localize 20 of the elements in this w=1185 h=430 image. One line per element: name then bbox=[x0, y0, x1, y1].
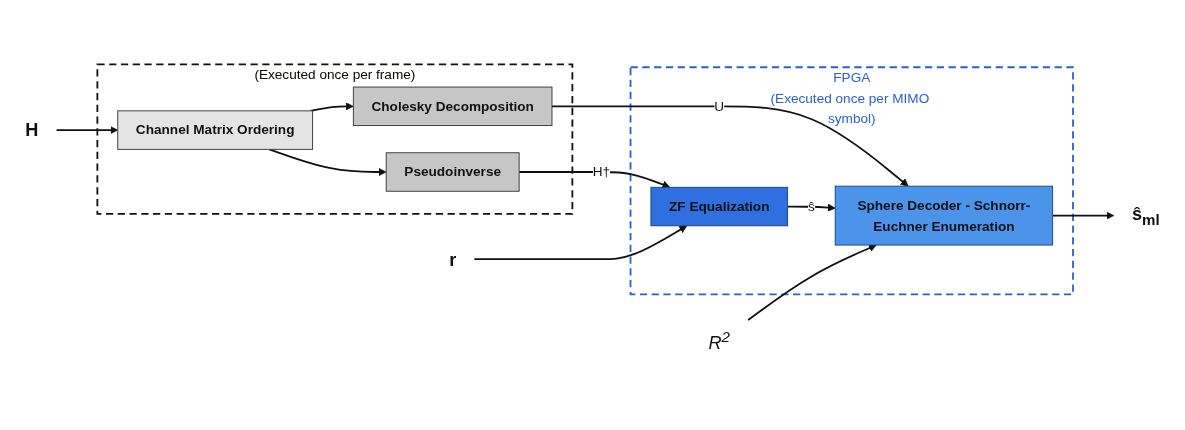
arrow bbox=[55, 126, 119, 135]
arrow bbox=[473, 225, 688, 261]
arrow bbox=[551, 105, 909, 187]
node-box: ZF Equalization bbox=[650, 186, 789, 227]
edge-label: ŝ bbox=[807, 198, 815, 214]
node-text: r bbox=[449, 249, 457, 270]
node-box: Cholesky Decomposition bbox=[352, 86, 553, 126]
node-text: H bbox=[25, 120, 39, 141]
arrow bbox=[1051, 211, 1115, 220]
node-text: R$^{2}$ bbox=[708, 328, 731, 353]
node-text: ŝ$_{ml}$ bbox=[1131, 203, 1160, 229]
edge-label: H† bbox=[592, 163, 611, 180]
arrow bbox=[786, 203, 836, 212]
arrow bbox=[518, 171, 671, 189]
arrow bbox=[747, 244, 877, 321]
edge-label: U bbox=[714, 97, 725, 114]
node-box: Channel Matrix Ordering bbox=[117, 110, 314, 150]
arrow bbox=[268, 148, 387, 176]
node-box: Pseudoinverse bbox=[385, 152, 520, 192]
node-box: Sphere Decoder - Schnorr-Euchner Enumeration bbox=[834, 185, 1054, 246]
